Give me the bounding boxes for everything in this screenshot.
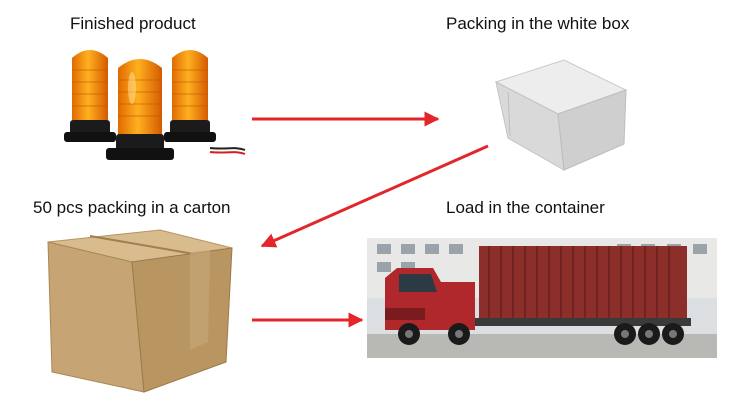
- caption-carton: 50 pcs packing in a carton: [33, 198, 231, 217]
- caption-white-box: Packing in the white box: [446, 14, 630, 33]
- white-box-image: [494, 59, 628, 171]
- caption-finished-product: Finished product: [70, 14, 196, 33]
- beacon-lights-image: [64, 50, 246, 160]
- caption-container: Load in the container: [446, 198, 605, 217]
- carton-image: [47, 229, 233, 393]
- container-truck-image: [367, 238, 717, 358]
- arrow-to-carton: [260, 144, 489, 248]
